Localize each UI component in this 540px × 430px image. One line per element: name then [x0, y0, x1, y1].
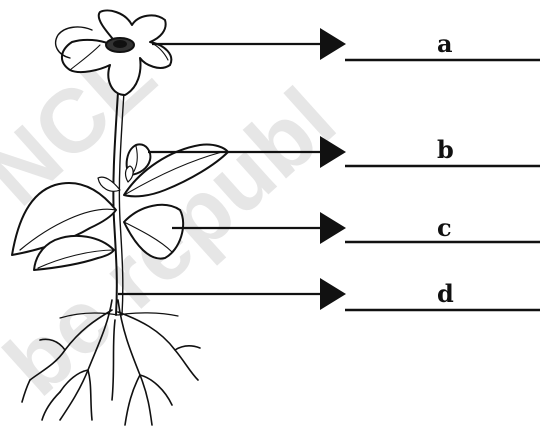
label-b: b [437, 135, 454, 164]
label-a: a [437, 29, 453, 58]
leaf-small [98, 177, 120, 191]
arrow-c-icon [320, 212, 346, 244]
arrow-d-icon [320, 278, 346, 310]
pointer-a [152, 28, 346, 60]
arrow-a-icon [320, 28, 346, 60]
label-c: c [437, 213, 452, 242]
label-d: d [437, 279, 454, 308]
